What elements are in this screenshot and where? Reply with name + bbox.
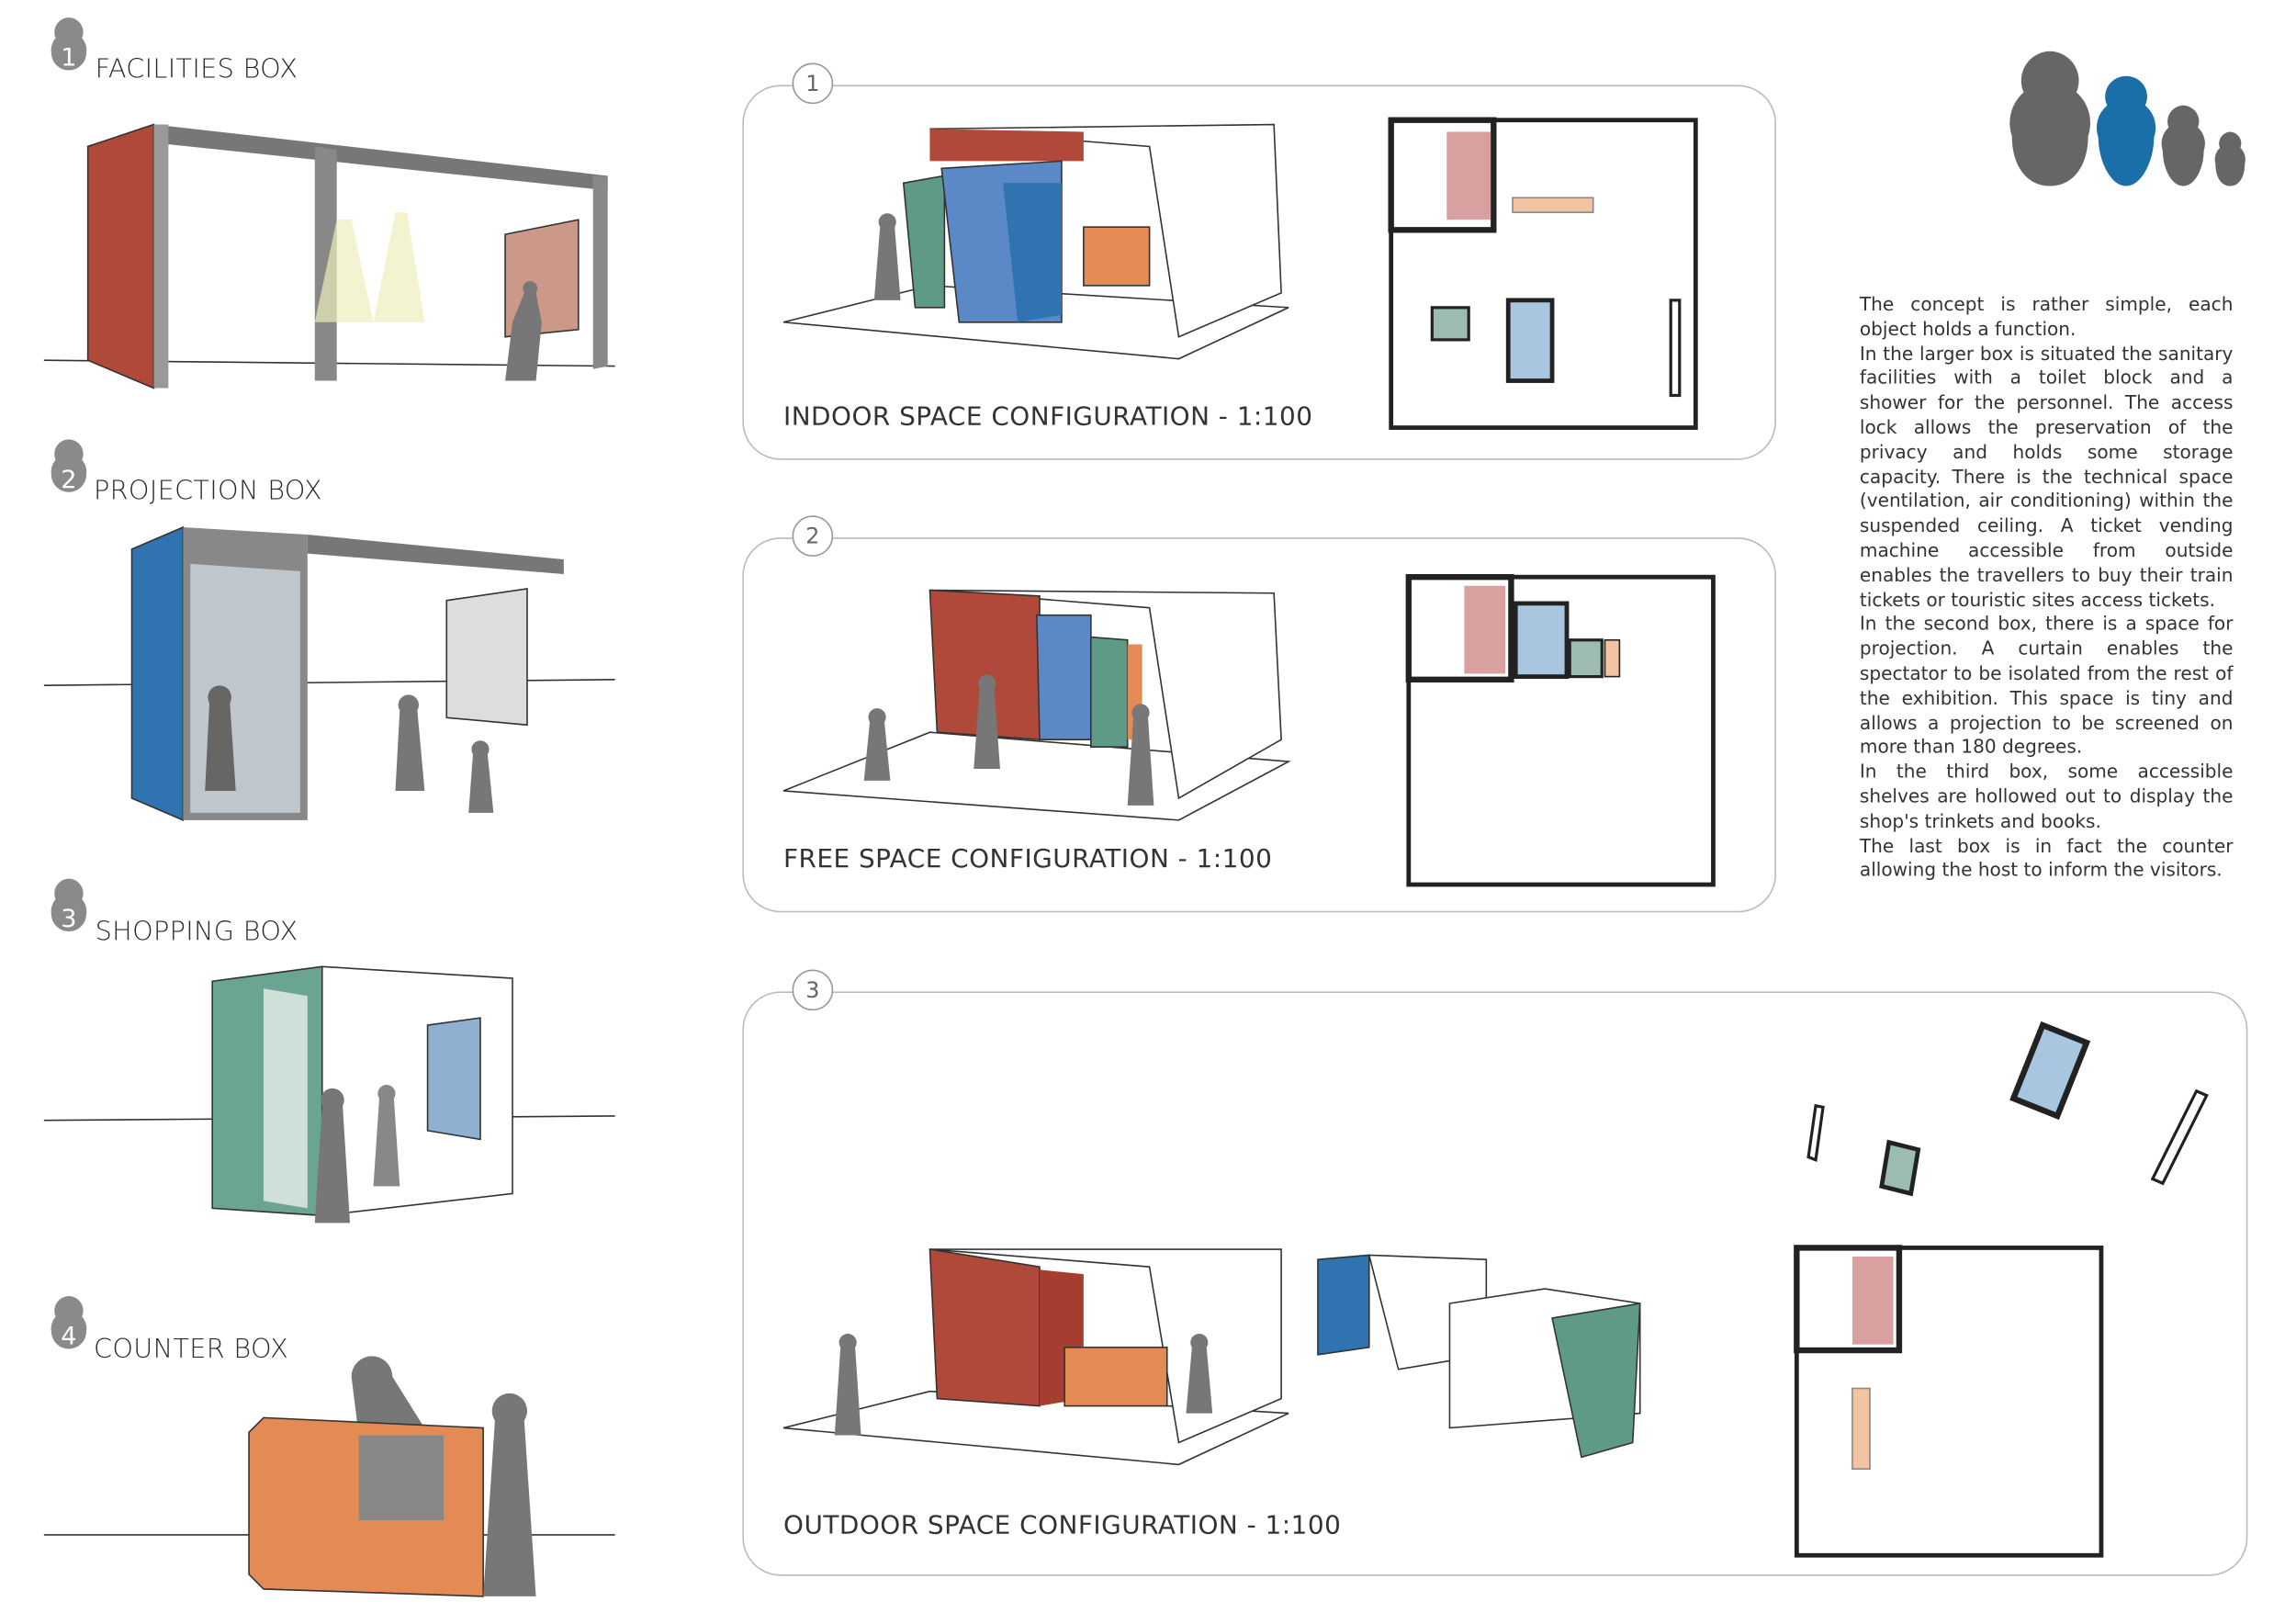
outdoor-site-plan bbox=[1794, 1021, 2209, 1558]
svg-text:4: 4 bbox=[61, 1323, 76, 1351]
outdoor-configuration-panel bbox=[742, 991, 2248, 1576]
description-paragraph: The last box is in fact the counter allo… bbox=[1859, 834, 2234, 881]
panel-number-2: 2 bbox=[792, 515, 834, 557]
description-paragraph: The concept is rather simple, each objec… bbox=[1859, 292, 2234, 340]
box-label-counter: COUNTER BOX bbox=[94, 1334, 289, 1365]
badge-2: 2 bbox=[51, 439, 87, 494]
free-space-configuration-label: FREE SPACE CONFIGURATION - 1:100 bbox=[783, 844, 1273, 874]
shopping-box-illustration bbox=[43, 965, 615, 1224]
svg-text:1: 1 bbox=[61, 44, 76, 73]
outdoor-configuration-perspective bbox=[782, 1248, 1641, 1466]
indoor-configuration-perspective bbox=[782, 123, 1289, 360]
badge-1: 1 bbox=[51, 17, 87, 73]
panel-number-1: 1 bbox=[792, 62, 834, 105]
description-paragraph: In the second box, there is a space for … bbox=[1859, 613, 2234, 758]
description-paragraph: In the third box, some accessible shelve… bbox=[1859, 760, 2234, 832]
concept-description: The concept is rather simple, each objec… bbox=[1860, 293, 2234, 884]
projection-box-illustration bbox=[43, 525, 615, 822]
box-label-facilities: FACILITIES BOX bbox=[95, 53, 298, 85]
indoor-configuration-label: INDOOR SPACE CONFIGURATION - 1:100 bbox=[783, 402, 1313, 433]
indoor-configuration-panel bbox=[742, 85, 1777, 460]
panel-number-3: 3 bbox=[792, 969, 834, 1011]
svg-text:2: 2 bbox=[61, 466, 76, 494]
indoor-floor-plan bbox=[1388, 117, 1698, 430]
facilities-box-illustration bbox=[43, 123, 615, 389]
badge-4: 4 bbox=[51, 1296, 87, 1351]
counter-box-illustration bbox=[43, 1356, 615, 1597]
svg-text:3: 3 bbox=[61, 905, 76, 933]
free-space-floor-plan bbox=[1405, 574, 1716, 887]
box-label-projection: PROJECTION BOX bbox=[94, 476, 322, 507]
badge-3: 3 bbox=[51, 878, 87, 933]
box-label-shopping: SHOPPING BOX bbox=[95, 917, 298, 948]
free-space-configuration-panel bbox=[742, 537, 1777, 913]
description-paragraph: In the larger box is situated the sanita… bbox=[1859, 342, 2234, 611]
nesting-dolls-logo bbox=[2009, 51, 2245, 186]
outdoor-configuration-label: OUTDOOR SPACE CONFIGURATION - 1:100 bbox=[783, 1511, 1342, 1541]
free-space-configuration-perspective bbox=[782, 589, 1291, 821]
